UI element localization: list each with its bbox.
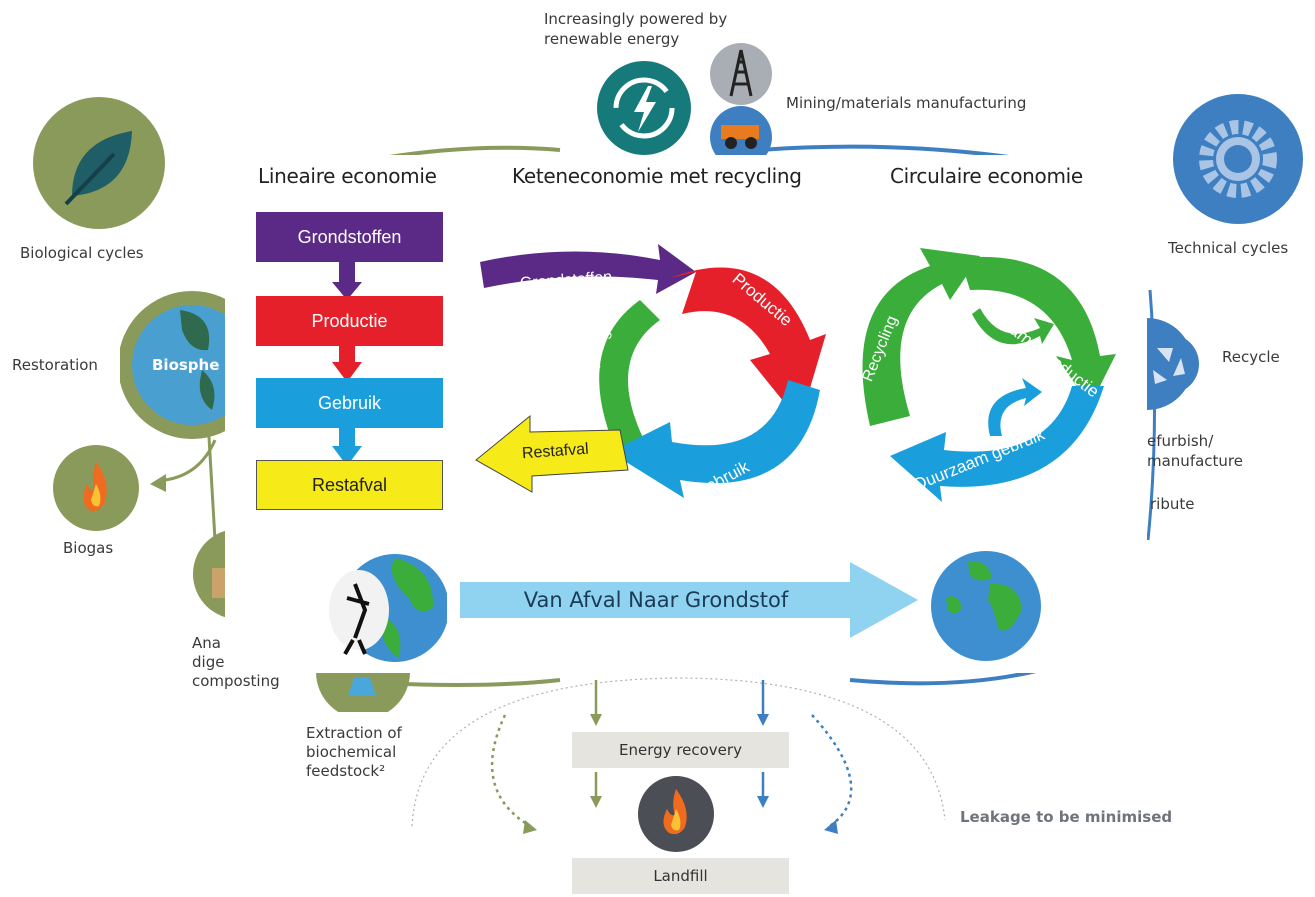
linear-economy-title: Lineaire economie <box>258 164 437 188</box>
mining-truck-icon <box>710 106 772 159</box>
clean-globe-icon <box>931 551 1041 661</box>
biosphere-globe-icon <box>120 291 240 439</box>
restoration-label: Restoration <box>12 356 98 374</box>
circular-economy-cycle <box>862 248 1116 502</box>
renewable-energy-label-1: Increasingly powered by <box>544 10 728 28</box>
linear-step-restafval: Restafval <box>256 460 443 510</box>
extraction-label-1: Extraction of <box>306 724 402 742</box>
energy-recovery-box: Energy recovery <box>572 732 789 768</box>
banner-text: Van Afval Naar Grondstof <box>523 588 789 612</box>
refurbish-label-2: manufacture <box>1147 452 1243 470</box>
extraction-label-3: feedstock² <box>306 762 386 780</box>
waste-to-resource-arrow <box>460 562 918 638</box>
composting-icon <box>193 530 226 618</box>
redistribute-label: ribute <box>1150 495 1195 513</box>
flask-icon <box>316 672 410 712</box>
linear-flow-arrows <box>332 262 362 466</box>
linear-step-gebruik: Gebruik <box>256 378 443 428</box>
incinerator-flame-icon <box>638 776 714 852</box>
circular-economy-title: Circulaire economie <box>890 164 1083 188</box>
landfill-box: Landfill <box>572 858 789 894</box>
chain-economy-cycle <box>475 244 826 498</box>
gear-icon <box>1173 94 1303 224</box>
technical-cycles-label: Technical cycles <box>1168 239 1289 257</box>
mining-label: Mining/materials manufacturing <box>786 94 1027 112</box>
renewable-energy-label-2: renewable energy <box>544 30 680 48</box>
biosphere-label: Biosphe <box>152 356 220 374</box>
extraction-label-2: biochemical <box>306 743 397 761</box>
leakage-label: Leakage to be minimised <box>960 808 1173 826</box>
chain-economy-title: Keteneconomie met recycling <box>512 164 802 188</box>
linear-step-grondstoffen: Grondstoffen <box>256 212 443 262</box>
renewable-energy-icon <box>597 61 691 155</box>
anaerobic-label-1: Ana <box>192 634 221 652</box>
anaerobic-label-2: dige <box>192 653 225 671</box>
linear-step-productie: Productie <box>256 296 443 346</box>
leaf-icon <box>33 97 165 229</box>
mining-rig-icon <box>710 43 772 105</box>
refurbish-label-1: efurbish/ <box>1147 432 1214 450</box>
recycle-label: Recycle <box>1222 348 1280 366</box>
recycle-icon <box>1147 318 1199 410</box>
biogas-label: Biogas <box>63 539 114 557</box>
biological-cycles-label: Biological cycles <box>20 244 144 262</box>
polluted-globe-icon <box>329 554 447 662</box>
anaerobic-label-3: composting <box>192 672 280 690</box>
flame-icon <box>53 445 139 531</box>
